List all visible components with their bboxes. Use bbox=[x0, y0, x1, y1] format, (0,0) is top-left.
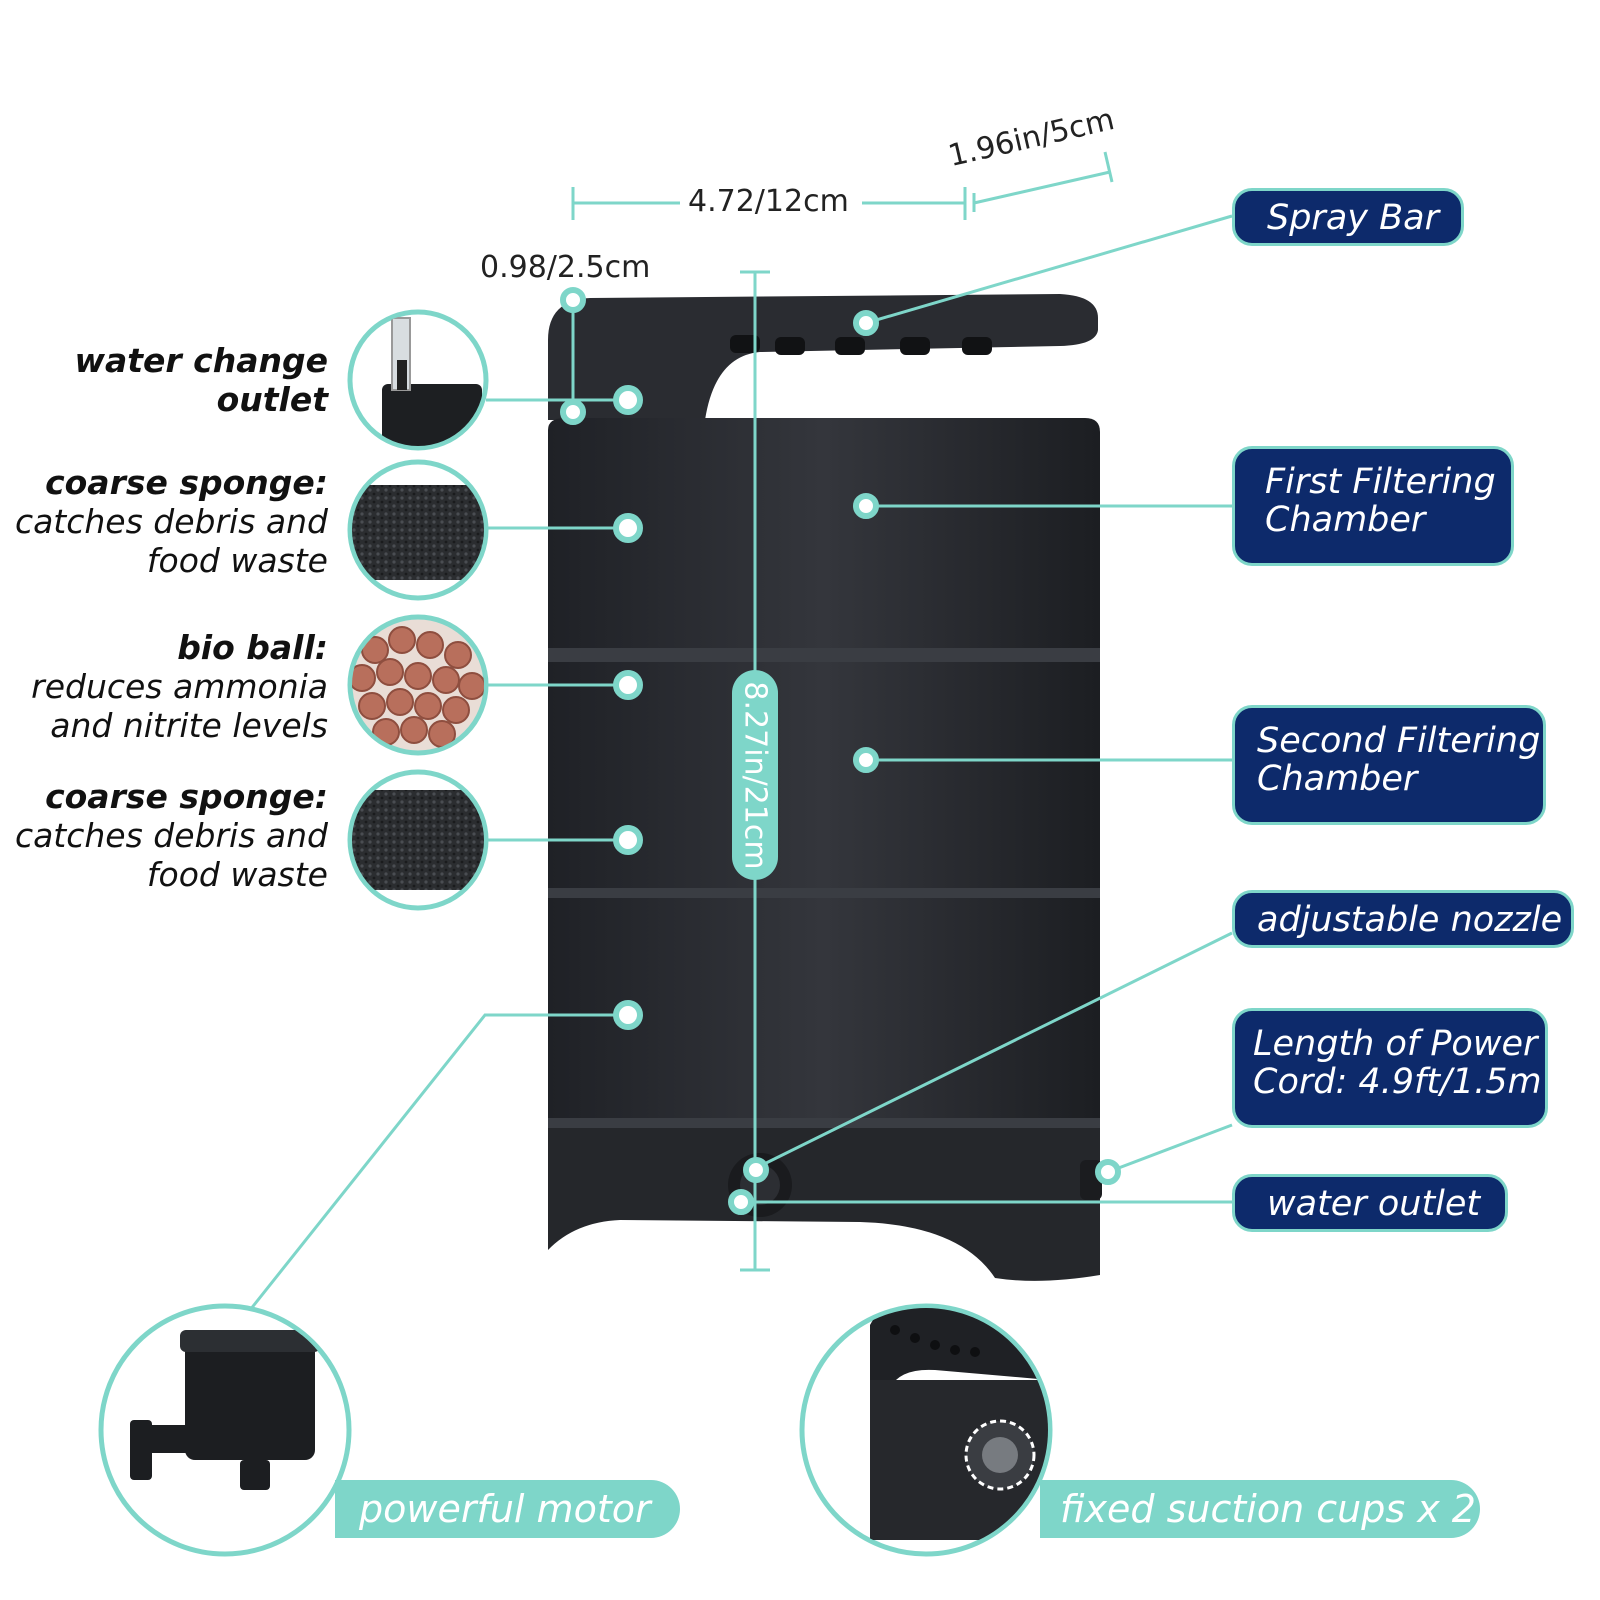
label-line: catches debris and bbox=[14, 502, 328, 541]
motor-photo bbox=[98, 1303, 352, 1557]
spray-bar-pill: Spray Bar bbox=[1232, 188, 1464, 246]
second-chamber-pill: Second Filtering Chamber bbox=[1232, 705, 1546, 825]
label-line: reduces ammonia bbox=[31, 667, 328, 706]
label-title: coarse sponge: bbox=[45, 463, 328, 502]
water-change-outlet-photo bbox=[347, 309, 489, 451]
pill-text: Chamber bbox=[1257, 759, 1418, 799]
label-line: food waste bbox=[146, 541, 328, 580]
bio-ball-photo bbox=[347, 614, 489, 756]
pill-text: First Filtering bbox=[1265, 462, 1496, 502]
first-chamber-pill: First Filtering Chamber bbox=[1232, 446, 1514, 566]
suction-cups-photo bbox=[799, 1303, 1053, 1557]
pill-text: Second Filtering bbox=[1257, 721, 1541, 761]
power-cord-pill: Length of Power Cord: 4.9ft/1.5m bbox=[1232, 1008, 1548, 1128]
pill-text: Spray Bar bbox=[1267, 198, 1439, 238]
bio-ball-label: bio ball: reduces ammonia and nitrite le… bbox=[31, 628, 328, 745]
pill-text: Chamber bbox=[1265, 500, 1426, 540]
water-outlet-pill: water outlet bbox=[1232, 1174, 1508, 1232]
label-line: food waste bbox=[146, 855, 328, 894]
water-change-outlet-label: water change outlet bbox=[75, 341, 329, 419]
label-line: catches debris and bbox=[14, 816, 328, 855]
label-title: coarse sponge: bbox=[45, 777, 328, 816]
height-dimension: 8.27in/21cm bbox=[737, 681, 773, 870]
label-title: water change bbox=[74, 341, 329, 380]
pill-text: Length of Power bbox=[1253, 1024, 1538, 1064]
coarse-sponge-photo-2 bbox=[347, 769, 489, 911]
label-line: and nitrite levels bbox=[50, 706, 328, 745]
width-dimension: 4.72/12cm bbox=[688, 184, 849, 219]
nozzle-pill: adjustable nozzle bbox=[1232, 890, 1574, 948]
pill-text: water outlet bbox=[1267, 1184, 1481, 1224]
powerful-motor-pill: powerful motor bbox=[335, 1480, 680, 1538]
outlet-offset-dimension: 0.98/2.5cm bbox=[480, 250, 651, 285]
callout-dots bbox=[560, 287, 1121, 1215]
coarse-sponge-photo-1 bbox=[347, 459, 489, 601]
filter-body bbox=[548, 294, 1102, 1281]
suction-cups-pill: fixed suction cups x 2 bbox=[1040, 1480, 1480, 1538]
label-title: bio ball: bbox=[177, 628, 328, 667]
height-badge bbox=[732, 670, 778, 880]
pill-text: Cord: 4.9ft/1.5m bbox=[1253, 1062, 1542, 1102]
coarse-sponge-label-2: coarse sponge: catches debris and food w… bbox=[15, 777, 328, 894]
pill-text: adjustable nozzle bbox=[1257, 900, 1563, 940]
label-title-cont: outlet bbox=[216, 380, 328, 419]
coarse-sponge-label-1: coarse sponge: catches debris and food w… bbox=[15, 463, 328, 580]
